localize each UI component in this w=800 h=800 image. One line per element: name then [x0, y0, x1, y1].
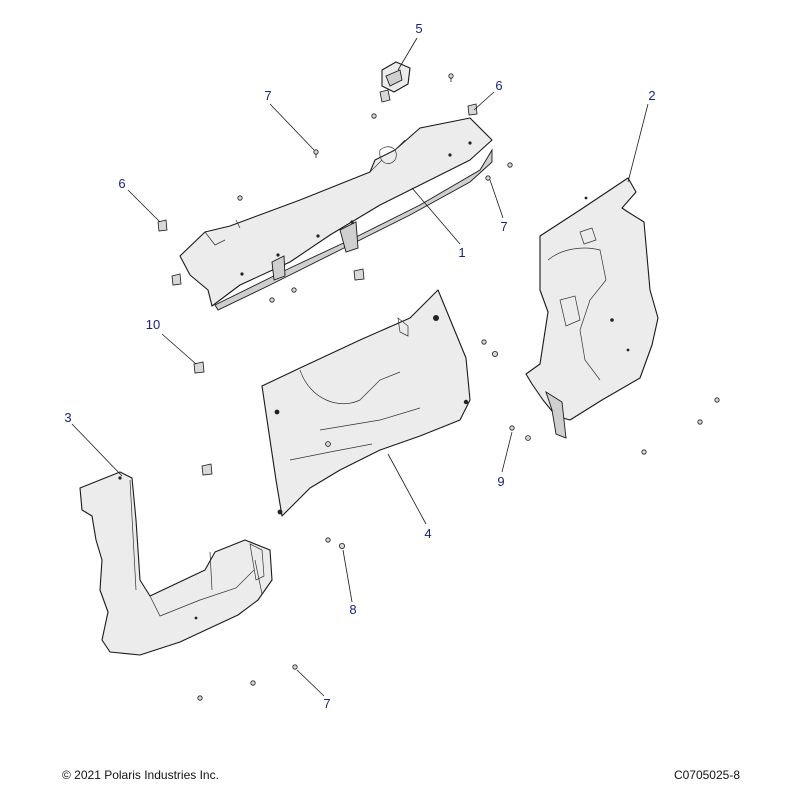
fastener-6-left [157, 219, 168, 232]
drawing-number: C0705025-8 [673, 768, 740, 782]
copyright-notice: © 2021 Polaris Industries Inc. [62, 768, 219, 782]
callout-7-bottom: 7 [323, 696, 330, 711]
fastener-nut-left [201, 463, 213, 476]
leader-6a [127, 189, 161, 223]
rivet [250, 680, 256, 686]
part-3-left-side-panel [79, 471, 273, 656]
leader-3 [71, 423, 123, 477]
rivet [269, 297, 275, 303]
callout-1: 1 [458, 245, 465, 260]
rivet [292, 664, 298, 670]
part-1-upper-bracket [179, 117, 493, 311]
leader-7a [269, 103, 315, 151]
fasteners [157, 73, 720, 701]
rivet [525, 435, 531, 441]
part-4-center-panel [261, 289, 471, 517]
rivet [291, 287, 297, 293]
rivet [509, 425, 515, 431]
callout-9: 9 [497, 474, 504, 489]
rivet [197, 695, 203, 701]
rivet [338, 543, 345, 550]
rivet [325, 441, 331, 447]
callout-labels: 1 2 3 4 5 6 6 7 7 7 8 9 10 [64, 21, 655, 711]
callout-6-right: 6 [495, 78, 502, 93]
fastener-nut-center [353, 268, 365, 281]
part-2-right-side-panel [525, 177, 659, 439]
fastener-nut-upper [171, 273, 182, 286]
part-5-latch [379, 61, 411, 103]
leader-6b [473, 91, 495, 111]
leader-10 [161, 333, 197, 365]
leader-2 [627, 103, 649, 183]
leader-7b [489, 179, 504, 219]
rivet [714, 397, 720, 403]
leader-lines [71, 37, 649, 697]
rivet [371, 113, 377, 119]
leader-7c [296, 669, 325, 697]
rivet [313, 149, 319, 158]
rivet [485, 175, 491, 181]
callout-7-right: 7 [500, 219, 507, 234]
rivet [237, 195, 243, 201]
leader-1 [411, 187, 461, 245]
callout-10: 10 [146, 317, 160, 332]
rivet [491, 350, 498, 357]
rivet [481, 339, 487, 345]
callout-2: 2 [648, 88, 655, 103]
callout-3: 3 [64, 410, 71, 425]
rivet [641, 449, 647, 455]
leader-9 [501, 431, 513, 473]
leader-4 [387, 453, 427, 525]
leader-5 [397, 37, 418, 71]
leader-8 [342, 549, 353, 603]
callout-7-top: 7 [264, 88, 271, 103]
callout-5: 5 [415, 21, 422, 36]
callout-4: 4 [424, 526, 431, 541]
rivet [325, 537, 331, 543]
rivet [507, 162, 513, 168]
fastener-6-right [467, 103, 478, 116]
callout-8: 8 [349, 602, 356, 617]
rivet [697, 419, 703, 425]
fastener-10 [193, 361, 205, 374]
rivet [448, 73, 454, 82]
callout-6-left: 6 [118, 176, 125, 191]
